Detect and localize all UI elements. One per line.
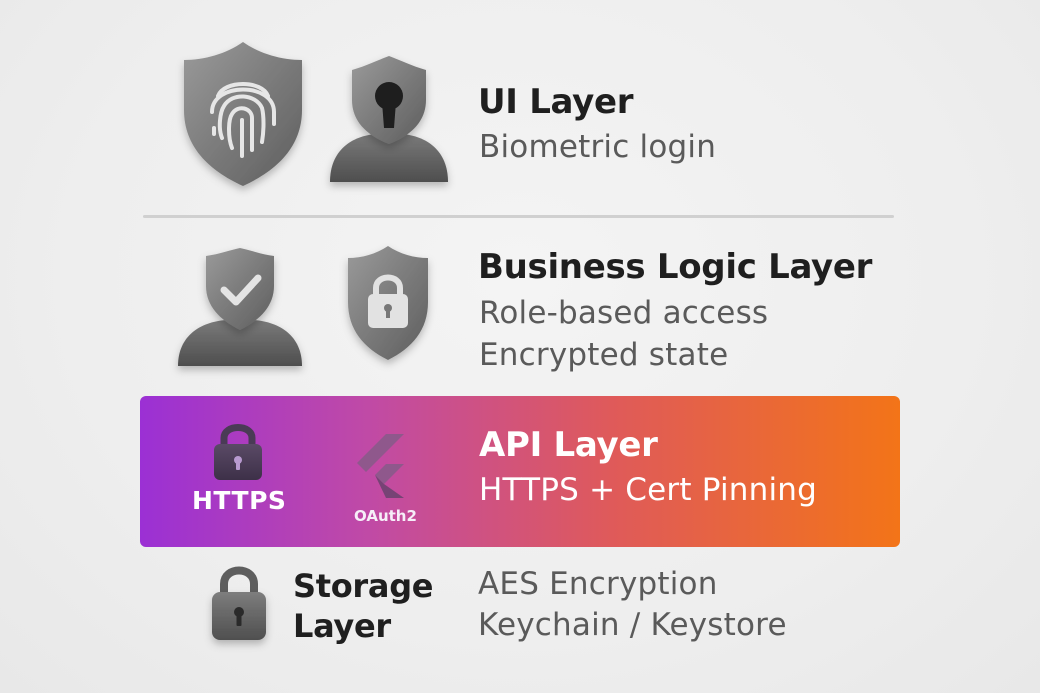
layer-divider	[143, 215, 894, 218]
fingerprint-shield-icon	[180, 38, 306, 188]
padlock-shield-icon	[346, 244, 430, 362]
oauth2-label: OAuth2	[354, 507, 417, 525]
flutter-logo-icon	[356, 434, 410, 500]
business-layer-title: Business Logic Layer	[478, 247, 873, 287]
api-layer-band	[140, 396, 900, 547]
https-padlock-icon	[212, 420, 264, 482]
api-layer-description: HTTPS + Cert Pinning	[479, 472, 818, 508]
ui-layer-row: UI Layer Biometric login	[0, 0, 1040, 210]
ui-layer-title: UI Layer	[478, 82, 634, 122]
https-label: HTTPS	[192, 486, 287, 515]
business-layer-description-2: Encrypted state	[479, 337, 729, 373]
user-check-shield-icon	[176, 248, 304, 368]
storage-layer-description-2: Keychain / Keystore	[478, 607, 787, 643]
api-layer-title: API Layer	[479, 425, 658, 465]
user-keyhole-icon	[326, 56, 452, 184]
storage-padlock-icon	[210, 560, 268, 642]
business-layer-row: Business Logic Layer Role-based access E…	[0, 230, 1040, 390]
business-layer-description-1: Role-based access	[479, 295, 769, 331]
storage-layer-title: Storage Layer	[293, 567, 434, 645]
storage-layer-description-1: AES Encryption	[478, 566, 718, 602]
ui-layer-description: Biometric login	[479, 129, 717, 165]
